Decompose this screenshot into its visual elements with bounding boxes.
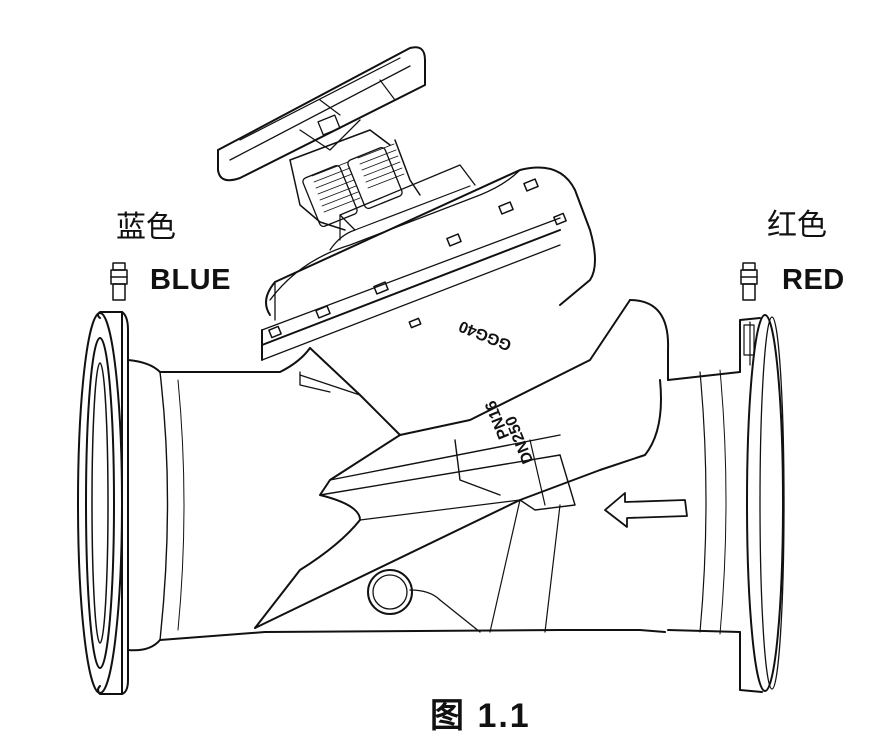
left-flange: [77, 311, 161, 695]
left-label-cn: 蓝色: [116, 210, 176, 245]
flow-direction-arrow-icon: [604, 492, 688, 528]
handwheel: [217, 46, 426, 182]
left-label-en: BLUE: [150, 264, 231, 296]
bonnet: [261, 164, 596, 361]
left-pipe: [159, 347, 311, 641]
right-pipe: [699, 369, 727, 635]
valve-body: [254, 299, 741, 633]
test-point-nipple-icon: [110, 262, 128, 301]
valve-diagram: GGG40 PN16 DN250 蓝色 BLUE 红色 RED 图 1.1: [77, 46, 845, 735]
right-label-cn: 红色: [767, 208, 827, 243]
test-point-nipple-icon: [740, 262, 758, 301]
size-marking: DN250: [503, 413, 537, 466]
right-label-en: RED: [782, 264, 845, 296]
valve-stem: [289, 129, 421, 231]
valve-drawing: GGG40 PN16 DN250: [77, 46, 785, 695]
right-flange: [739, 314, 785, 693]
material-marking: GGG40: [456, 317, 514, 353]
